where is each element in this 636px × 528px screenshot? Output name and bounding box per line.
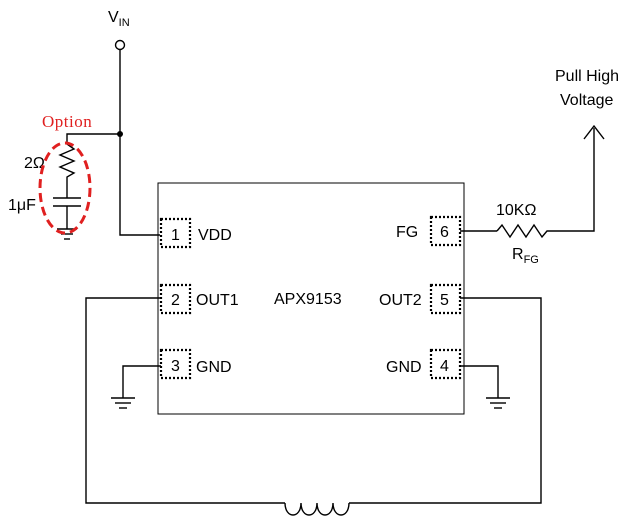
vin-label: VIN xyxy=(108,9,130,29)
rfg-resistor xyxy=(496,128,595,239)
pin-box-3 xyxy=(159,348,192,380)
rfg-value: 10KΩ xyxy=(496,202,536,219)
pin-name-fg: FG xyxy=(396,224,418,241)
vin-terminal xyxy=(114,39,126,51)
pin-number-2: 2 xyxy=(171,292,180,309)
pin-name-vdd: VDD xyxy=(198,227,232,244)
pull-high-line1: Pull High xyxy=(555,68,619,85)
chip-name: APX9153 xyxy=(274,291,342,308)
option-label: Option xyxy=(42,112,92,131)
ground-icon xyxy=(486,397,510,409)
pin-name-gnd-left: GND xyxy=(196,359,232,376)
pin-name-out2: OUT2 xyxy=(379,292,422,309)
pin-number-4: 4 xyxy=(440,358,449,375)
pin-box-6 xyxy=(429,215,462,247)
pull-high-arrow-icon xyxy=(583,124,605,140)
option-highlight-ellipse xyxy=(38,141,92,235)
pull-high-line2: Voltage xyxy=(560,92,613,109)
pin-number-1: 1 xyxy=(171,227,180,244)
rfg-label: RFG xyxy=(512,246,539,266)
out2-wire xyxy=(349,297,542,504)
vdd-wire xyxy=(119,50,160,236)
pin-number-3: 3 xyxy=(171,358,180,375)
snubber-resistor-label: 2Ω xyxy=(24,155,45,172)
pin-number-5: 5 xyxy=(440,292,449,309)
pin-box-1 xyxy=(159,217,192,249)
pin-number-6: 6 xyxy=(440,224,449,241)
snubber-capacitor-label: 1μF xyxy=(8,197,36,214)
pin-name-out1: OUT1 xyxy=(196,292,239,309)
snubber-resistor xyxy=(58,143,76,198)
pin-box-5 xyxy=(429,283,462,315)
pin-box-2 xyxy=(159,283,192,315)
motor-coil-icon xyxy=(284,502,350,516)
gnd3-wire xyxy=(122,365,161,398)
ground-icon xyxy=(111,397,135,409)
out1-wire xyxy=(85,297,285,504)
pin-box-4 xyxy=(429,348,462,380)
pin-name-gnd-right: GND xyxy=(386,359,422,376)
option-branch-wire xyxy=(66,133,120,144)
gnd4-wire xyxy=(460,365,499,398)
